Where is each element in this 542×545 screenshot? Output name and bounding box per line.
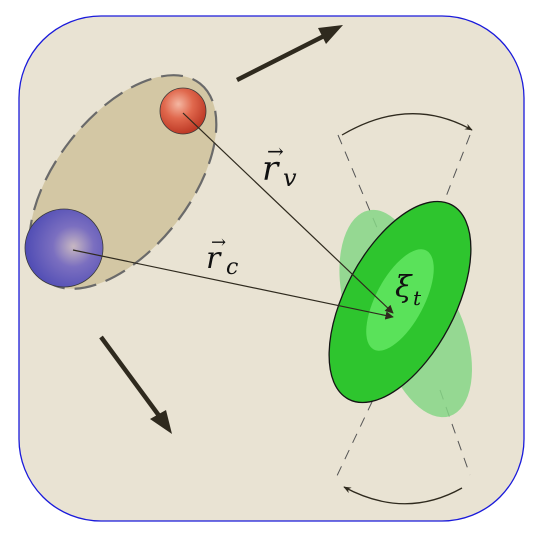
- label-rc-base: r: [206, 241, 222, 276]
- label-xi-sub: t: [413, 286, 422, 310]
- label-rv: r → v: [262, 139, 297, 192]
- vector-rv: [182, 112, 394, 314]
- label-rc-vec: →: [211, 232, 226, 253]
- blue-sphere: [24, 208, 104, 288]
- red-sphere: [159, 87, 207, 135]
- vector-rc: [72, 249, 394, 320]
- green-ellipse-highlight: [366, 249, 434, 351]
- label-xi: ξ t: [395, 270, 422, 310]
- motion-arrow-top-head: [318, 25, 343, 44]
- motion-arrow-bottom-head: [150, 410, 172, 434]
- rotation-arc-bottom: [343, 486, 463, 505]
- motion-arrow-bottom: [99, 335, 162, 419]
- label-rc-sub: c: [226, 255, 238, 280]
- motion-arrow-top: [235, 33, 326, 83]
- label-rc: r → c: [206, 232, 238, 280]
- label-rv-sub: v: [283, 164, 297, 192]
- label-rv-vec: →: [267, 139, 284, 163]
- label-rv-base: r: [262, 149, 280, 189]
- rotation-arc-top: [341, 113, 473, 136]
- label-xi-base: ξ: [395, 270, 413, 305]
- rotation-cone-lines: [334, 134, 471, 481]
